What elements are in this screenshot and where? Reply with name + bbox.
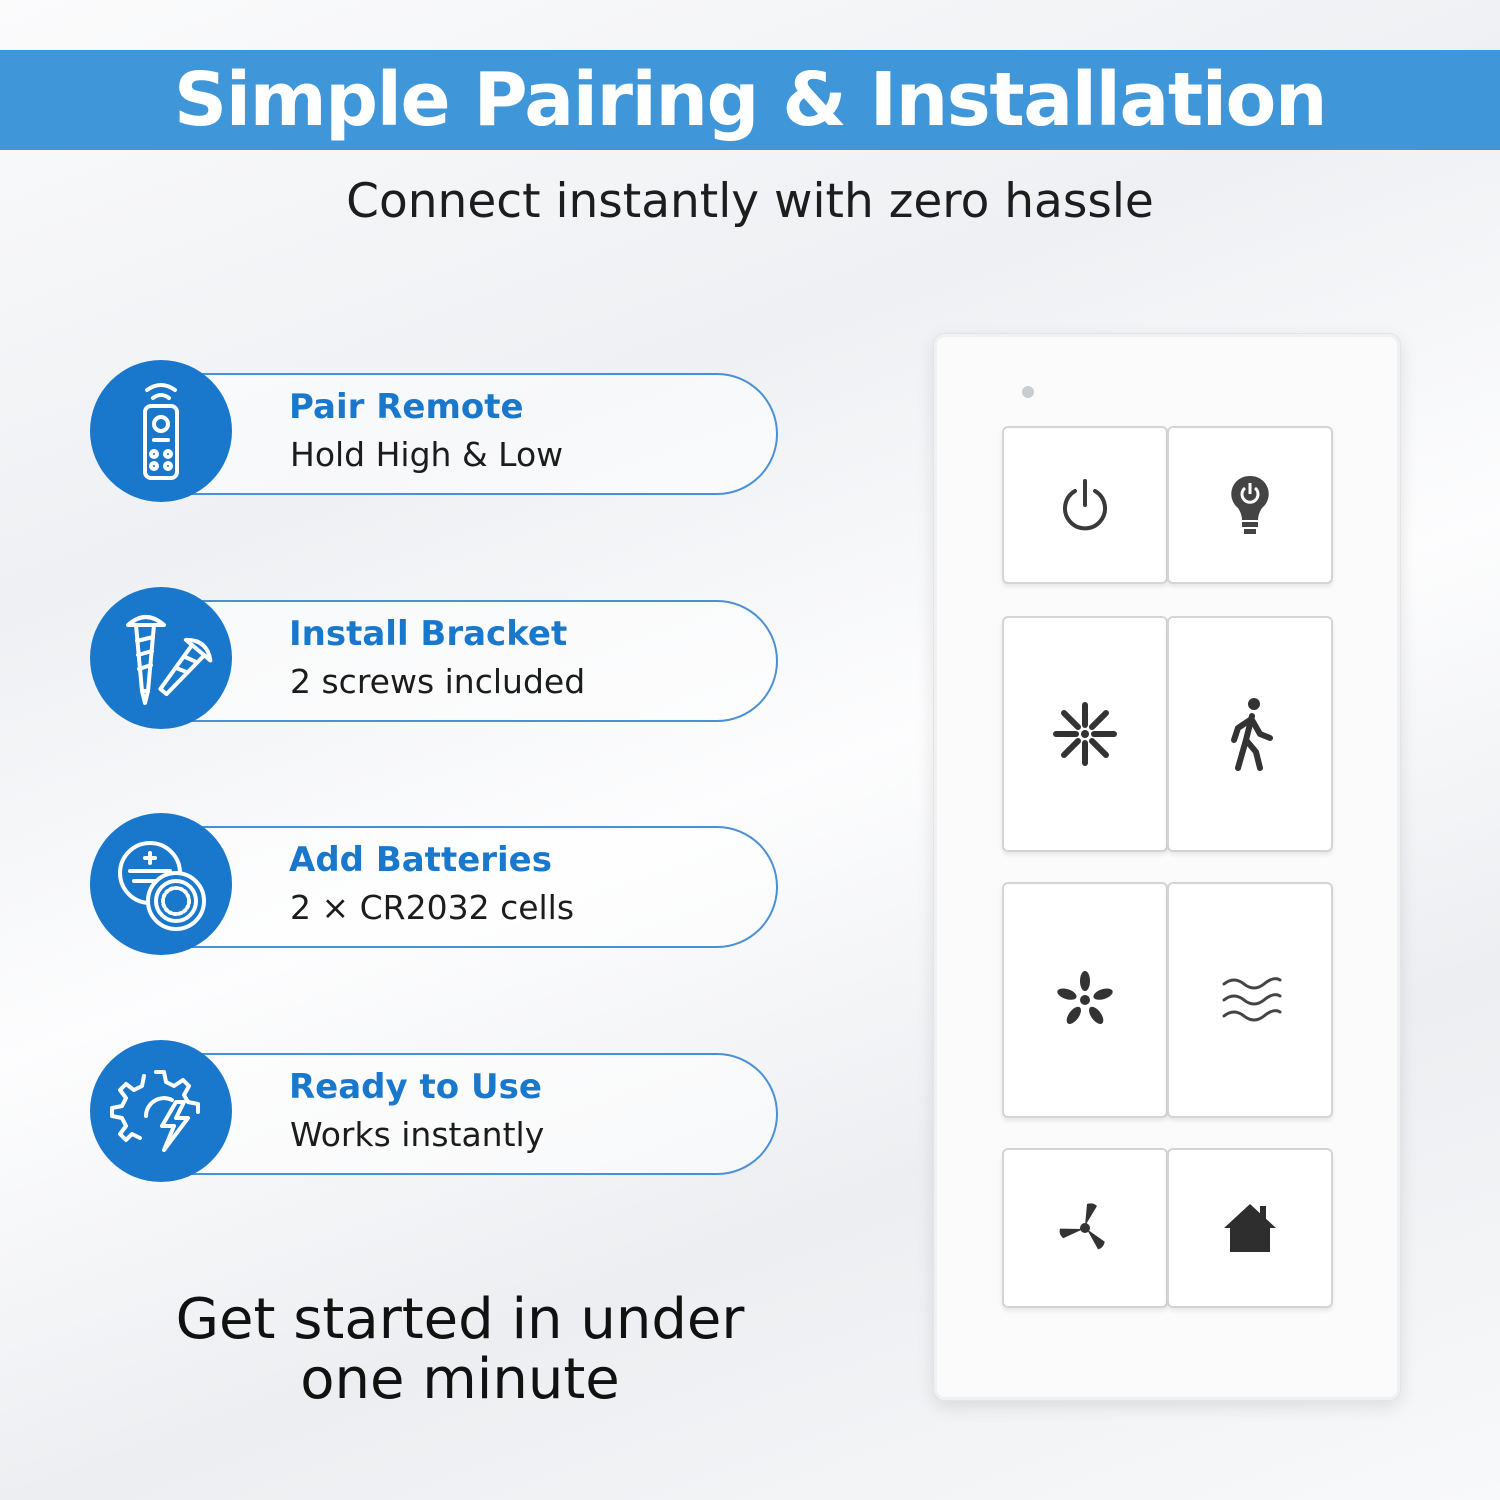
fan-low-icon	[1057, 971, 1113, 1024]
step-add-batteries: Add Batteries 2 × CR2032 cells	[90, 808, 790, 955]
fan-remote-control	[933, 333, 1401, 1401]
step-title: Install Bracket	[289, 614, 568, 654]
remote-control-icon	[90, 360, 232, 502]
home-button[interactable]	[1167, 1148, 1333, 1308]
step-title: Add Batteries	[289, 840, 552, 880]
light-bulb-icon	[1231, 475, 1269, 534]
footer-tagline: Get started in under one minute	[40, 1290, 880, 1410]
step-install-bracket: Install Bracket 2 screws included	[90, 582, 790, 729]
status-led	[1022, 386, 1034, 398]
step-pill	[160, 1053, 778, 1175]
motion-walk-icon	[1231, 698, 1273, 771]
step-description: 2 screws included	[290, 662, 586, 701]
screws-icon	[90, 587, 232, 729]
breeze-icon	[1222, 977, 1282, 1022]
title-banner: Simple Pairing & Installation	[0, 50, 1500, 150]
step-pill	[160, 600, 778, 722]
page-title: Simple Pairing & Installation	[173, 57, 1328, 143]
fan-high-button[interactable]	[1002, 616, 1168, 852]
step-description: 2 × CR2032 cells	[290, 888, 575, 927]
fan-blade-icon	[1059, 1203, 1105, 1250]
power-icon	[1063, 479, 1107, 531]
step-pill	[160, 826, 778, 948]
gear-lightning-icon	[90, 1040, 232, 1182]
step-description: Works instantly	[290, 1115, 545, 1154]
fan-high-icon	[1053, 702, 1117, 766]
footer-line-2: one minute	[300, 1347, 620, 1412]
home-icon	[1224, 1204, 1276, 1252]
step-title: Pair Remote	[289, 387, 524, 427]
step-pair-remote: Pair Remote Hold High & Low	[90, 355, 790, 502]
fan-direction-button[interactable]	[1002, 1148, 1168, 1308]
motion-button[interactable]	[1167, 616, 1333, 852]
breeze-button[interactable]	[1167, 882, 1333, 1118]
light-button[interactable]	[1167, 426, 1333, 584]
power-button[interactable]	[1002, 426, 1168, 584]
step-title: Ready to Use	[289, 1067, 542, 1107]
fan-low-button[interactable]	[1002, 882, 1168, 1118]
footer-line-1: Get started in under	[175, 1287, 745, 1352]
step-description: Hold High & Low	[290, 435, 564, 474]
page-subtitle: Connect instantly with zero hassle	[346, 174, 1154, 229]
coin-battery-icon	[90, 813, 232, 955]
step-pill	[160, 373, 778, 495]
step-ready-to-use: Ready to Use Works instantly	[90, 1035, 790, 1182]
